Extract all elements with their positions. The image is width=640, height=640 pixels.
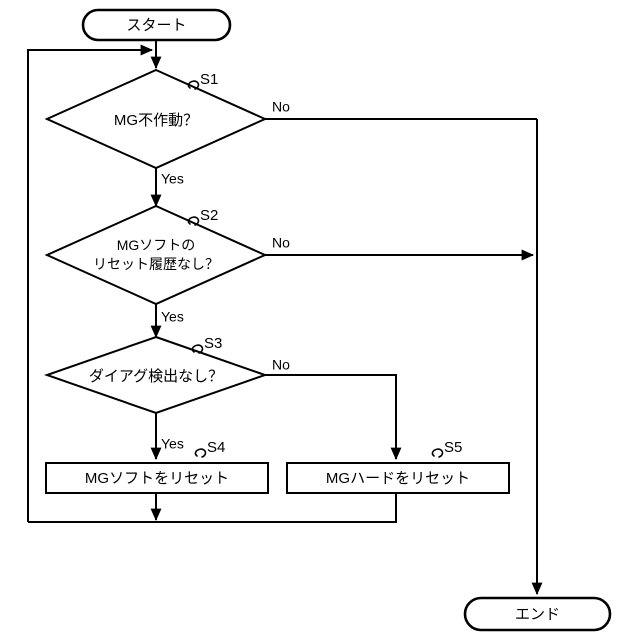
node-s3[interactable]: ダイアグ検出なし？	[43, 335, 269, 415]
node-start[interactable]: スタート	[81, 8, 232, 42]
edge-s3-no	[265, 374, 402, 460]
s1-label: MG不作動？	[114, 112, 198, 129]
s2-step-callout: S2	[187, 207, 218, 226]
s5-step-label: S5	[444, 439, 462, 456]
s2-hook-leader	[187, 216, 200, 226]
start-label: スタート	[126, 17, 186, 34]
s5-hook-leader	[431, 448, 444, 458]
s2-decision-shape	[44, 204, 268, 306]
s4-process-shape	[45, 462, 269, 494]
edge-s5-to-join	[28, 493, 397, 523]
s1-hook-leader	[187, 80, 200, 90]
edge-loopback-rail	[27, 44, 153, 522]
s3-step-label: S3	[204, 335, 222, 352]
edge-label-s3-yes: Yes	[161, 436, 184, 452]
s4-step-callout: S4	[194, 439, 225, 458]
s4-step-label: S4	[207, 439, 225, 456]
start-terminator-shape	[81, 8, 232, 42]
node-s1[interactable]: MG不作動？	[44, 68, 268, 170]
s5-label: MGハードをリセット	[326, 470, 470, 487]
s3-step-callout: S3	[191, 335, 222, 354]
s3-decision-shape	[43, 335, 269, 415]
node-s5[interactable]: MGハードをリセット	[286, 462, 510, 494]
edge-label-s2-yes: Yes	[161, 309, 184, 325]
s3-hook-leader	[191, 344, 204, 354]
edge-label-s3-no: No	[272, 357, 290, 373]
node-s2[interactable]: MGソフトの リセット履歴なし？	[44, 204, 268, 306]
s2-label-line2: リセット履歴なし？	[93, 256, 219, 272]
edge-label-s2-no: No	[272, 235, 290, 251]
s1-step-label: S1	[200, 71, 218, 88]
end-terminator-shape	[463, 596, 612, 632]
node-s4[interactable]: MGソフトをリセット	[45, 462, 269, 494]
s4-label: MGソフトをリセット	[85, 470, 229, 487]
s4-hook-leader	[194, 448, 207, 458]
edge-label-s1-no: No	[272, 99, 290, 115]
s2-step-label: S2	[200, 207, 218, 224]
s3-label: ダイアグ検出なし？	[89, 368, 223, 385]
node-end[interactable]: エンド	[463, 596, 612, 632]
s2-label-line1: MGソフトの	[117, 237, 196, 253]
s5-process-shape	[286, 462, 510, 494]
s1-decision-shape	[44, 68, 268, 170]
s1-step-callout: S1	[187, 71, 218, 90]
s5-step-callout: S5	[431, 439, 462, 458]
edge-label-s1-yes: Yes	[161, 171, 184, 187]
end-label: エンド	[515, 606, 560, 623]
